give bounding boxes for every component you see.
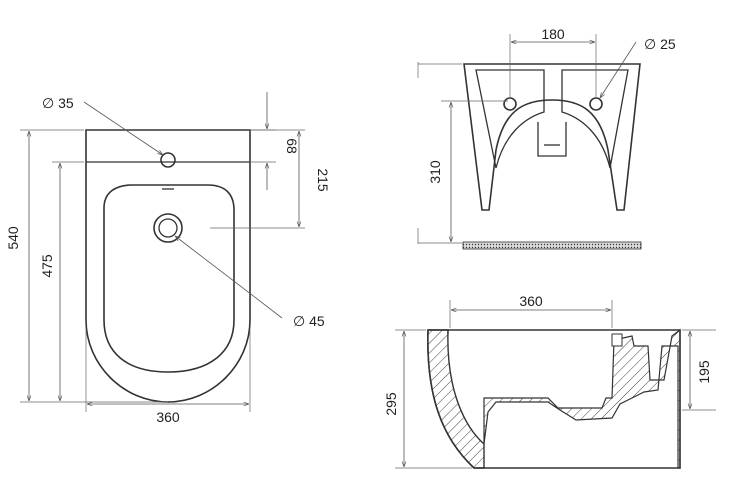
rear-hole-right-icon: [589, 97, 603, 111]
label-540: 540: [5, 226, 21, 250]
label-195: 195: [696, 360, 712, 384]
inner-bowl: [103, 184, 235, 373]
drain-inner-icon: [158, 218, 178, 238]
rear-inner-left: [475, 69, 545, 169]
plan-view: ∅ 35 68 215 540 475 ∅ 45 360: [5, 92, 331, 425]
wall-floor-strip: [462, 241, 642, 250]
rear-inner-right: [561, 69, 629, 169]
leader-tap-hole: [83, 101, 163, 155]
side-fitting: [611, 333, 623, 347]
rear-center-box: [537, 122, 567, 157]
rear-hole-left-icon: [503, 97, 517, 111]
rear-view: 180 ∅ 25 310: [417, 26, 676, 250]
leader-drain: [175, 236, 283, 319]
side-base-hatched: [483, 328, 681, 469]
leader-hole-25: [600, 41, 637, 98]
label-310: 310: [427, 160, 443, 184]
label-360-side: 360: [519, 293, 543, 309]
label-68: 68: [284, 138, 300, 154]
label-diameter-25: ∅ 25: [644, 36, 676, 52]
side-section: 360 195 295: [383, 293, 716, 469]
bidet-outline: [85, 129, 251, 403]
label-475: 475: [39, 254, 55, 278]
tap-hole-icon: [160, 152, 176, 168]
side-outline: [427, 329, 681, 469]
rear-body-outline: [463, 63, 641, 211]
label-diameter-35: ∅ 35: [42, 95, 74, 111]
label-215: 215: [315, 168, 331, 192]
label-360-plan: 360: [156, 409, 180, 425]
label-diameter-45: ∅ 45: [293, 313, 325, 329]
drain-outer-icon: [153, 213, 183, 243]
label-180: 180: [541, 26, 565, 42]
label-295: 295: [383, 392, 399, 416]
